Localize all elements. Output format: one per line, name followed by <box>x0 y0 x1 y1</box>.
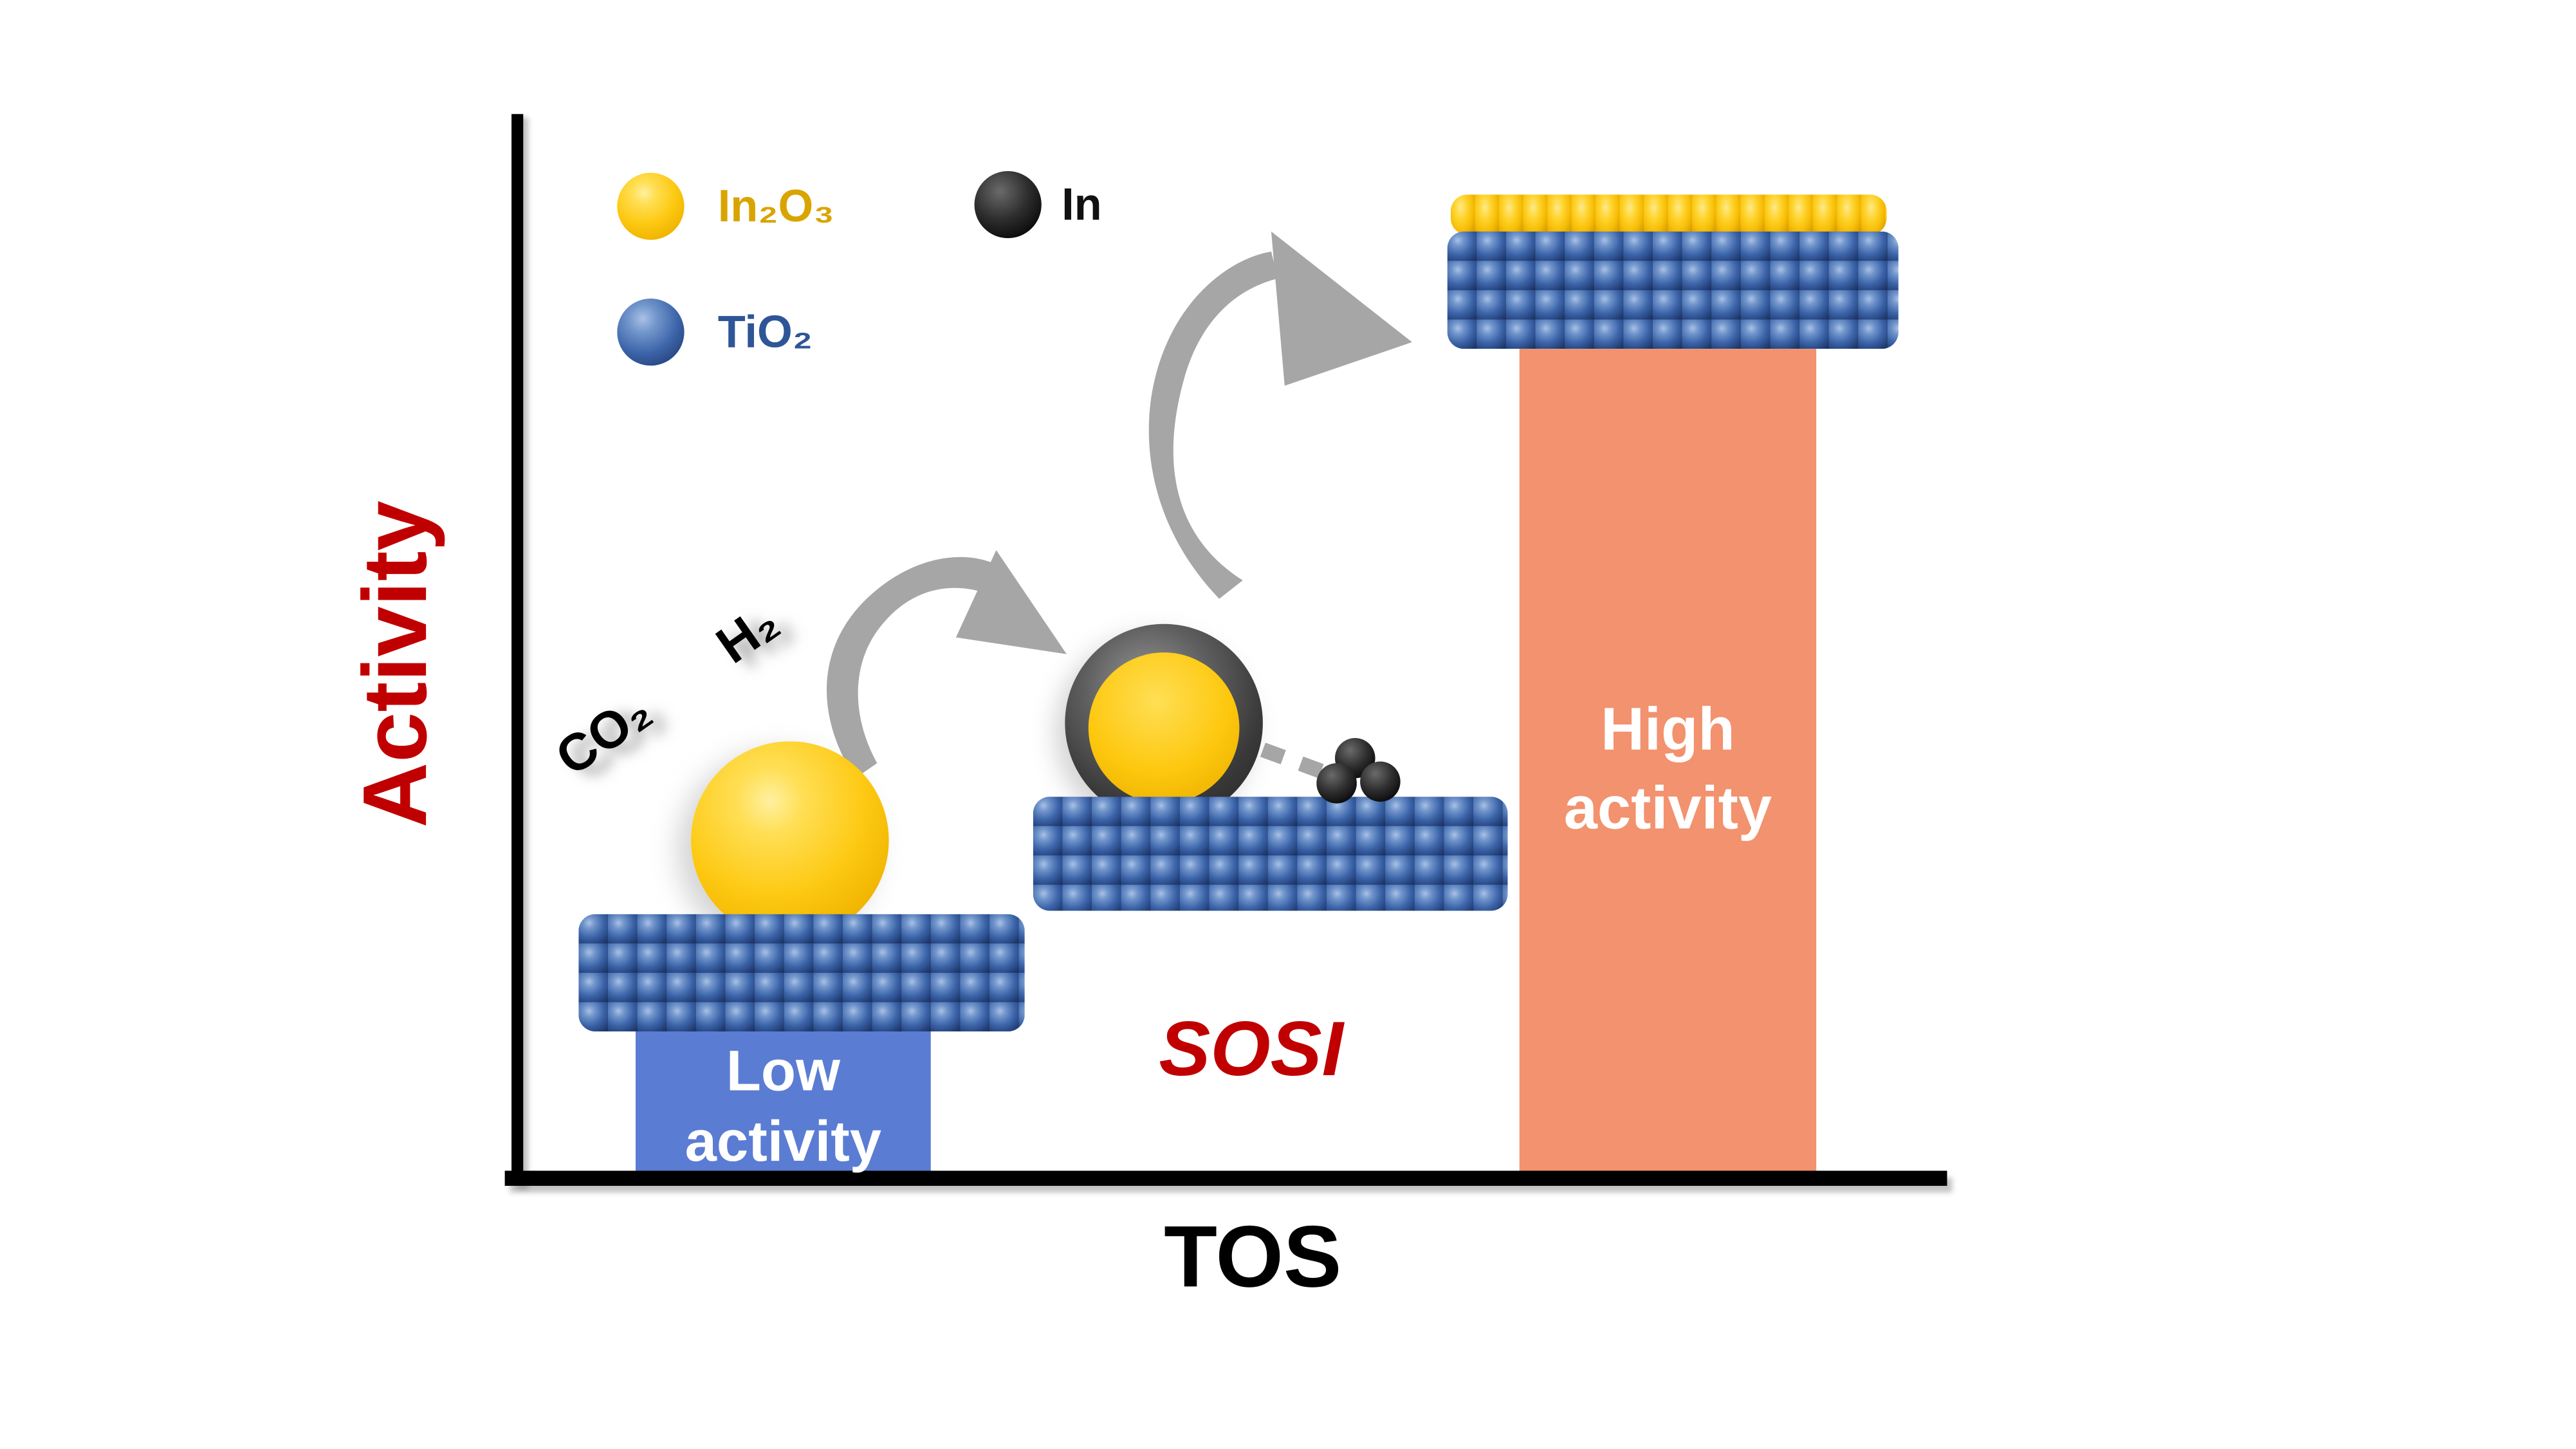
curved-arrow-2-head <box>1271 231 1412 386</box>
low-activity-line1: Low <box>726 1040 840 1104</box>
legend-in2o3-label: In₂O₃ <box>717 181 834 232</box>
legend-tio2-label: TiO₂ <box>717 307 813 358</box>
high-activity-line2: activity <box>1563 773 1772 842</box>
x-axis-label: TOS <box>1164 1209 1342 1307</box>
legend-in2o3-sphere-icon <box>617 172 685 240</box>
sosi-annotation: SOSI <box>1159 1004 1343 1093</box>
curved-arrow-2-body <box>1148 252 1278 599</box>
high-activity-label: High activity <box>1520 691 1816 848</box>
legend-tio2-sphere-icon <box>617 299 685 366</box>
dashed-connector <box>1260 743 1348 788</box>
curved-arrow-1-head <box>955 550 1067 654</box>
low-activity-bar <box>635 1029 931 1174</box>
low-activity-line2: activity <box>685 1111 882 1175</box>
y-axis-line <box>511 114 524 1186</box>
in2o3-overlayer-row <box>1450 194 1887 235</box>
sosi-in2o3-core <box>1088 652 1240 804</box>
tio2-slab-right <box>1447 231 1899 349</box>
in2o3-particle <box>690 741 889 939</box>
legend-in-sphere-icon <box>974 171 1042 239</box>
high-activity-bar <box>1519 349 1817 1174</box>
curved-arrow-1-body <box>826 557 1002 779</box>
legend-in-label: In <box>1062 179 1102 230</box>
in-cluster-sphere-right <box>1360 761 1401 802</box>
x-axis-line <box>504 1170 1947 1186</box>
tio2-slab-middle <box>1033 797 1508 911</box>
low-activity-label: Low activity <box>636 1037 931 1178</box>
in-cluster-sphere-left <box>1316 763 1357 804</box>
high-activity-line1: High <box>1601 694 1735 764</box>
tio2-slab-left <box>578 914 1025 1032</box>
